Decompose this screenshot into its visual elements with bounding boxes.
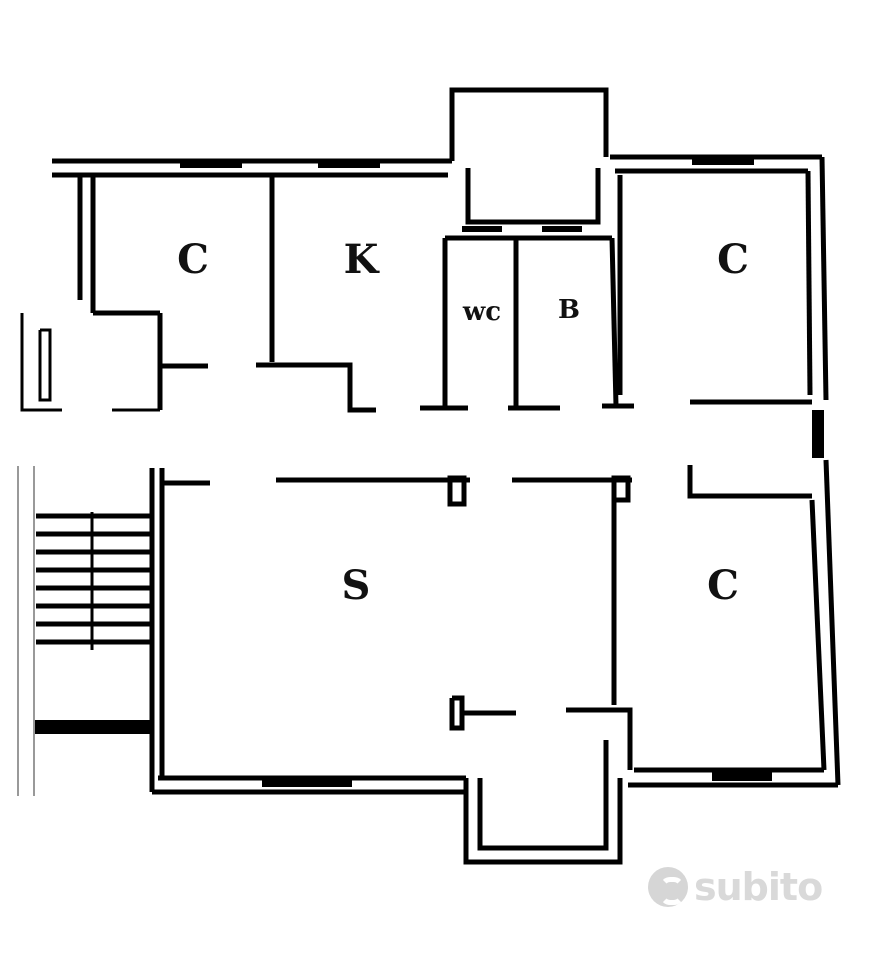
room-label-bathroom: B [558, 295, 580, 325]
staircase [36, 512, 150, 650]
room-label-bedroom-top-left: C [177, 236, 209, 283]
watermark-text: subito [694, 865, 823, 909]
interior-walls [162, 175, 812, 770]
left-structure [17, 313, 160, 796]
exterior-walls [52, 87, 841, 865]
room-label-kitchen: K [343, 236, 379, 283]
room-label-bedroom-bottom-right: C [707, 562, 739, 609]
room-label-bedroom-top-right: C [717, 236, 749, 283]
watermark-logo-icon [648, 867, 688, 907]
window-marks [34, 155, 824, 787]
room-label-wc: wc [462, 297, 502, 327]
room-label-living-room: S [341, 562, 371, 609]
watermark: subito [648, 862, 848, 912]
